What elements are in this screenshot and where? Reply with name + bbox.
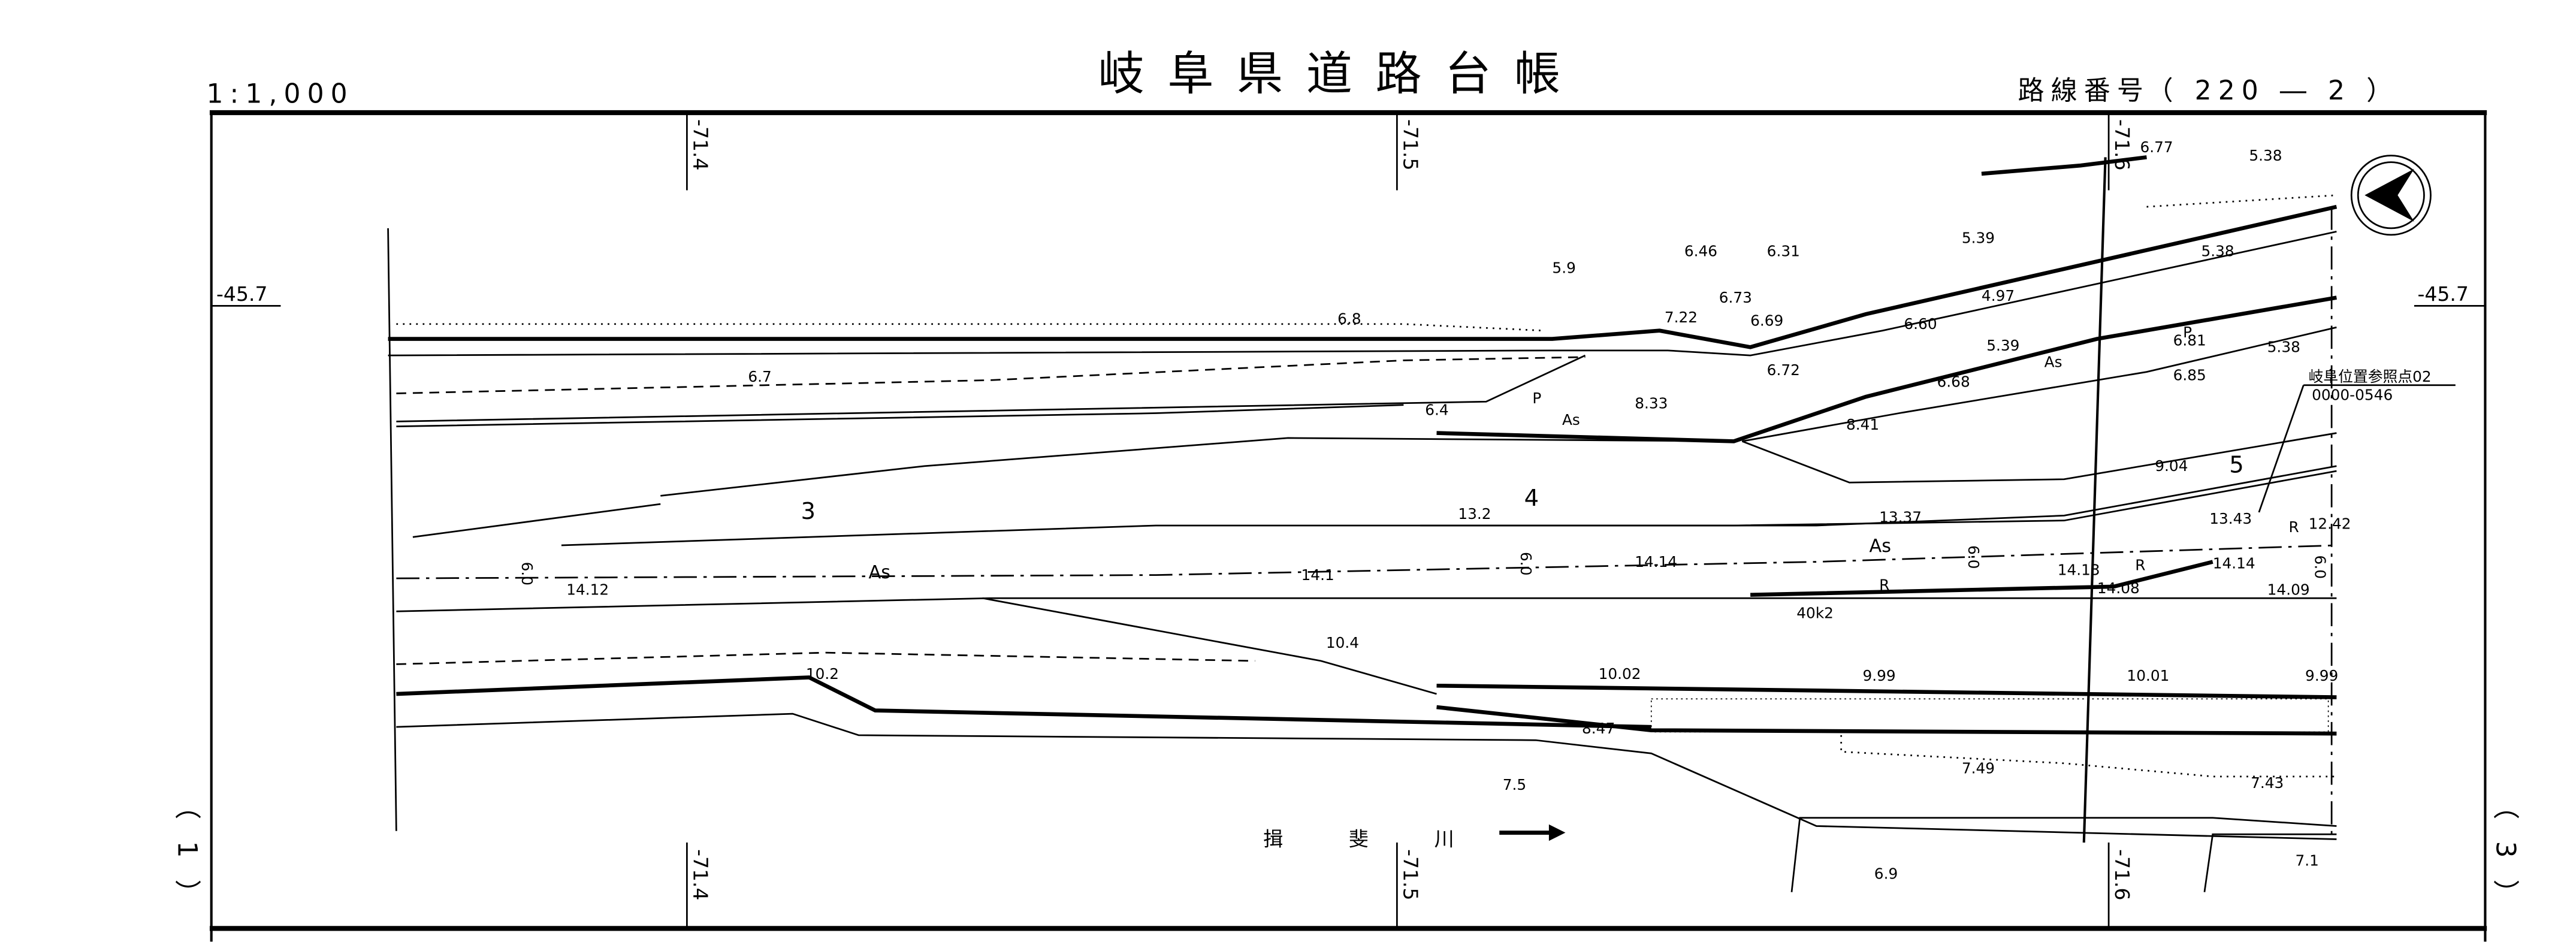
elevation: 6.85 bbox=[2173, 366, 2206, 384]
elevation: 13.43 bbox=[2209, 510, 2252, 527]
page-title: 岐阜県道路台帳 bbox=[1098, 47, 1584, 101]
north-arrow-icon bbox=[2350, 155, 2432, 236]
elevation: 9.99 bbox=[2305, 667, 2338, 684]
station-3: 3 bbox=[801, 498, 816, 525]
surface-as: As bbox=[2045, 353, 2062, 370]
reference-point-name: 岐阜位置参照点02 bbox=[2309, 368, 2432, 385]
elevation: 6.69 bbox=[1750, 312, 1783, 329]
elevation: 13.2 bbox=[1458, 505, 1491, 523]
grid-label-top-71-5: -71.5 bbox=[1399, 119, 1422, 171]
reference-point-code: 0000-0546 bbox=[2312, 387, 2393, 404]
map-frame bbox=[209, 110, 2487, 942]
elevation: 7.49 bbox=[1962, 759, 1995, 777]
radius-r: R bbox=[1879, 576, 1889, 593]
elevation: 5.39 bbox=[1962, 230, 1995, 247]
elevation: 6.77 bbox=[2140, 138, 2173, 156]
elevation: 6.81 bbox=[2173, 332, 2206, 349]
elevation: 9.04 bbox=[2155, 457, 2188, 475]
route-number: （ 220 ― 2 ） bbox=[2147, 76, 2400, 106]
elevation: 9.99 bbox=[1863, 667, 1896, 684]
elevation: 4.97 bbox=[1982, 287, 2015, 304]
elevation: 10.4 bbox=[1326, 634, 1359, 651]
elevation: 7.1 bbox=[2296, 852, 2319, 869]
elevation: 7.43 bbox=[2251, 774, 2284, 792]
elevation: 6.60 bbox=[1904, 315, 1937, 333]
grid-label-bottom-71-5: -71.5 bbox=[1399, 849, 1422, 901]
width-label: 6.0 bbox=[1517, 552, 1535, 575]
elevation: 14.09 bbox=[2267, 581, 2310, 599]
elevation: 6.46 bbox=[1684, 243, 1717, 260]
elevation: 5.38 bbox=[2267, 339, 2300, 356]
road-linework bbox=[387, 155, 2338, 892]
elevation: 6.4 bbox=[1425, 401, 1448, 418]
elevation: 6.9 bbox=[1874, 865, 1898, 883]
elevation: 6.72 bbox=[1767, 361, 1800, 379]
grid-label-right-45-7: -45.7 bbox=[2417, 282, 2469, 306]
station-5: 5 bbox=[2229, 452, 2244, 479]
radius-r: R bbox=[2288, 518, 2299, 536]
elevation: 8.41 bbox=[1846, 416, 1879, 433]
elevation: 6.31 bbox=[1767, 243, 1800, 260]
elevation: 6.8 bbox=[1337, 310, 1361, 328]
elevation: 13.37 bbox=[1879, 508, 1922, 526]
elevation: 6.73 bbox=[1719, 289, 1752, 306]
width-label: 6.0 bbox=[518, 562, 536, 585]
elevation: 14.14 bbox=[1635, 553, 1677, 570]
elevation: 6.7 bbox=[748, 368, 771, 385]
elevation: 8.33 bbox=[1635, 394, 1668, 412]
kilopost-label: 40k2 bbox=[1796, 604, 1834, 621]
width-label: 6.0 bbox=[1965, 545, 1982, 569]
sheet-ref-left[interactable]: （ 1 ） bbox=[172, 793, 203, 912]
elevation: 14.14 bbox=[2213, 555, 2255, 572]
elevation: 5.39 bbox=[1986, 337, 2019, 354]
elevation: 14.1 bbox=[1301, 566, 1334, 584]
river-name: 揖 斐 川 bbox=[1263, 828, 1484, 851]
route-label: 路線番号 bbox=[2018, 76, 2150, 106]
elevation: 14.08 bbox=[2097, 579, 2140, 597]
grid-label-left-45-7: -45.7 bbox=[216, 282, 268, 306]
elevation: 8.47 bbox=[1582, 720, 1615, 737]
surface-as: As bbox=[1870, 536, 1892, 557]
elevation: 10.02 bbox=[1599, 665, 1641, 683]
elevation-labels: 5.38 5.39 6.31 6.46 5.9 6.73 7.22 6.69 4… bbox=[566, 138, 2351, 883]
grid-label-top-71-4: -71.4 bbox=[688, 119, 712, 171]
grid-label-bottom-71-6: -71.6 bbox=[2110, 849, 2134, 901]
elevation: 7.22 bbox=[1665, 309, 1698, 326]
elevation: 7.5 bbox=[1503, 776, 1526, 793]
surface-p: P bbox=[1532, 390, 1541, 407]
width-label: 6.0 bbox=[2312, 555, 2329, 579]
grid-lines bbox=[211, 112, 2486, 929]
surface-as: As bbox=[869, 562, 891, 583]
elevation: 5.9 bbox=[1552, 259, 1575, 276]
elevation: 12.42 bbox=[2309, 515, 2351, 532]
sheet-ref-right[interactable]: （ 3 ） bbox=[2490, 793, 2521, 912]
elevation: 6.68 bbox=[1937, 373, 1970, 390]
radius-r: R bbox=[2135, 556, 2145, 573]
surface-as: As bbox=[1562, 411, 1580, 428]
surface-p: P bbox=[2183, 324, 2192, 341]
elevation: 10.01 bbox=[2127, 667, 2169, 684]
scale-label: 1:1,000 bbox=[206, 78, 354, 109]
elevation: 10.2 bbox=[806, 665, 839, 683]
elevation: 14.12 bbox=[566, 581, 609, 599]
grid-label-bottom-71-4: -71.4 bbox=[688, 849, 712, 901]
elevation: 5.38 bbox=[2249, 147, 2282, 164]
elevation: 14.13 bbox=[2058, 561, 2100, 579]
station-4: 4 bbox=[1524, 485, 1539, 512]
elevation: 5.38 bbox=[2201, 243, 2234, 260]
river-flow-arrow-icon bbox=[1499, 824, 1566, 841]
reference-point-pointer bbox=[2258, 385, 2305, 513]
